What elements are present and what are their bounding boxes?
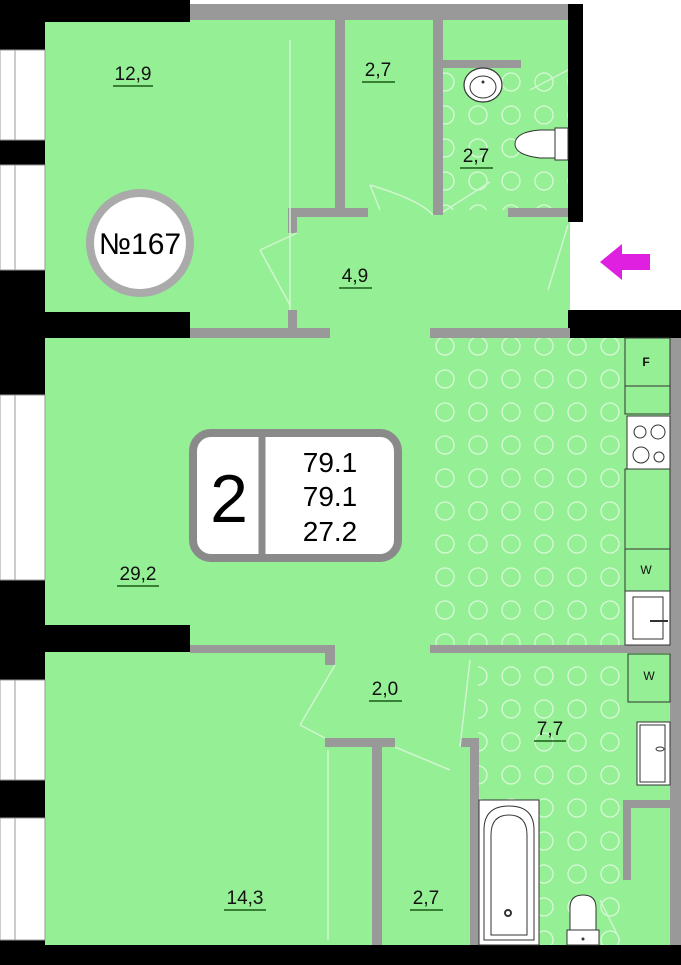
room-area-labels: 12,9 2,7 2,7 4,9 29,2 2,0 7,7 14,3 2,7 <box>113 60 566 911</box>
total-area: 79.1 <box>303 447 358 478</box>
room-count: 2 <box>210 461 248 537</box>
room-area-bedroom-1: 12,9 <box>115 64 152 85</box>
apartment-number: №167 <box>99 228 181 261</box>
windows <box>0 49 46 941</box>
living-area-1: 79.1 <box>303 481 358 512</box>
interior-walls <box>190 4 681 945</box>
wc-sink-icon <box>463 67 503 103</box>
entrance-arrow-icon <box>600 244 650 280</box>
apartment-number-badge <box>86 189 194 297</box>
kitchen-sink-icon <box>632 596 668 640</box>
fridge-label: F <box>642 355 649 369</box>
room-area-closet-2: 2,7 <box>413 888 439 909</box>
room-area-closet-1: 2,7 <box>365 60 391 81</box>
room-area-hall-2: 2,0 <box>372 679 398 700</box>
washer-label-1: W <box>640 563 652 577</box>
room-area-hall-1: 4,9 <box>342 266 368 287</box>
bathroom-toilet-icon <box>566 894 600 946</box>
room-area-bathroom: 7,7 <box>537 719 563 740</box>
living-area-2: 27.2 <box>303 516 358 547</box>
bathroom-sink-icon <box>636 721 671 786</box>
room-area-bedroom-2: 14,3 <box>227 888 264 909</box>
stove-icon <box>632 424 666 464</box>
washer-label-2: W <box>643 669 655 683</box>
room-area-wc: 2,7 <box>463 146 489 167</box>
bathtub-icon <box>478 799 540 946</box>
summary-badge <box>189 429 402 562</box>
wc-toilet-icon <box>514 127 569 161</box>
doors <box>259 40 621 941</box>
room-area-living-kitchen: 29,2 <box>120 564 157 585</box>
